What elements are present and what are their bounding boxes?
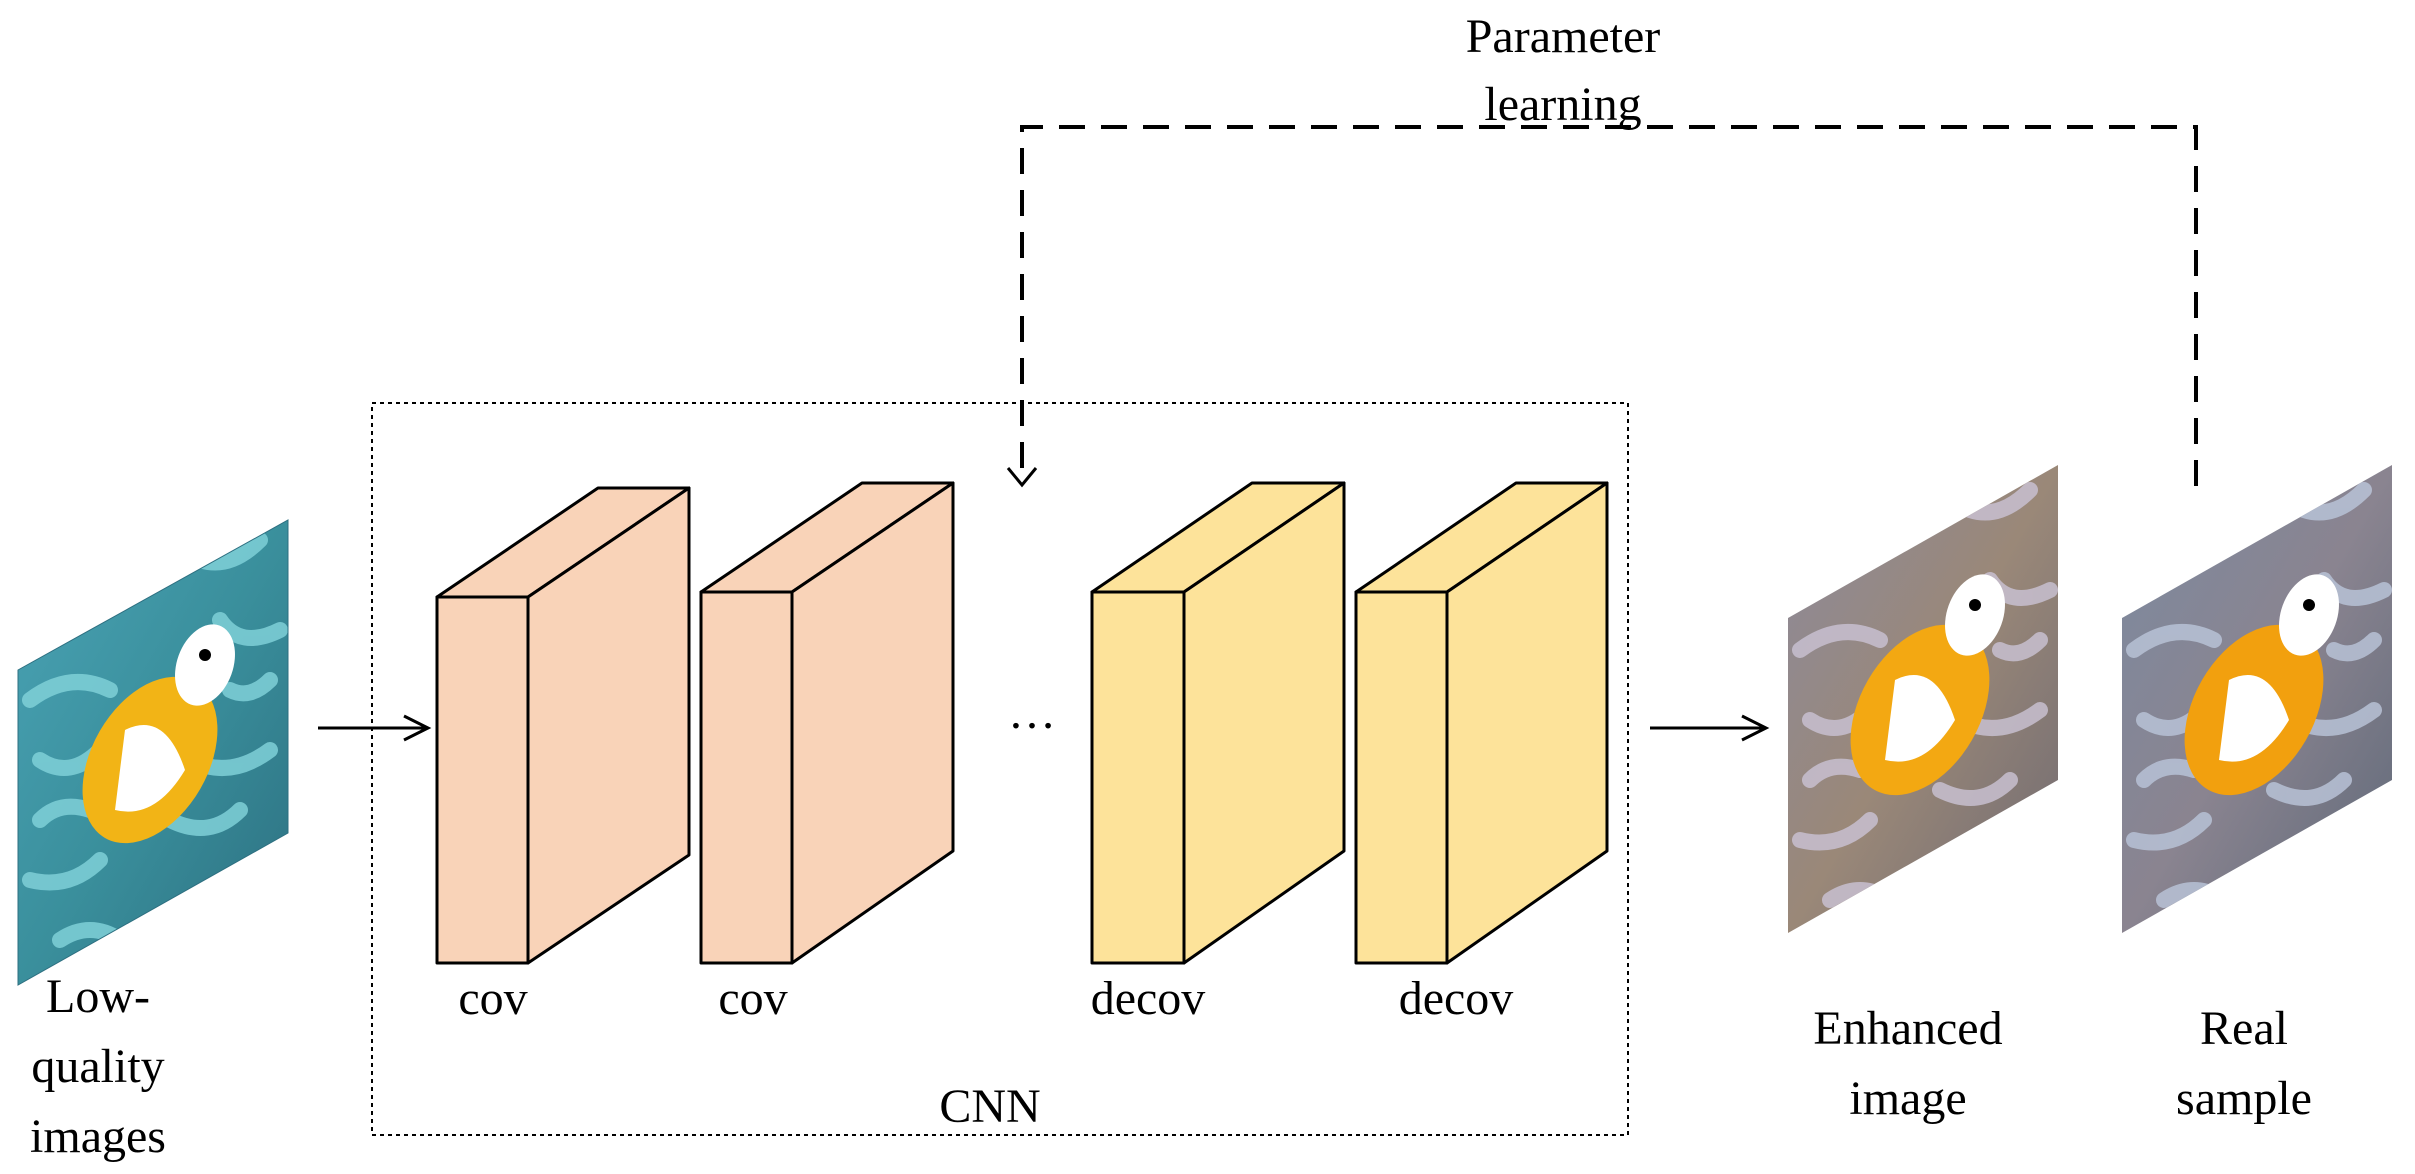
conv-block-1: [435, 486, 691, 965]
reference-label-line-2: sample: [2176, 1072, 2312, 1125]
input-label-line-3: images: [30, 1110, 166, 1163]
parameter-learning-label-line-1: Parameter: [1466, 10, 1661, 63]
deconv-block-2: [1354, 481, 1609, 965]
real-sample-image: [2122, 465, 2392, 933]
layer-label-decov-1: decov: [1091, 972, 1206, 1025]
conv-block-2: [699, 481, 955, 965]
layer-label-cov-2: cov: [718, 972, 787, 1025]
deconv-block-1: [1090, 481, 1346, 965]
layer-ellipsis: …: [1008, 686, 1056, 739]
parameter-learning-feedback-line: [1020, 125, 2198, 486]
parameter-learning-label-line-2: learning: [1484, 78, 1641, 131]
reference-label-line-1: Real: [2200, 1002, 2288, 1055]
layer-label-decov-2: decov: [1399, 972, 1514, 1025]
cnn-group-box: [371, 402, 1629, 1136]
layer-label-cov-1: cov: [458, 972, 527, 1025]
low-quality-image: [17, 519, 289, 986]
enhanced-image: [1788, 465, 2058, 933]
cnn-label: CNN: [939, 1080, 1040, 1133]
input-label-line-1: Low-: [46, 970, 150, 1023]
output-label-line-1: Enhanced: [1813, 1002, 2002, 1055]
feedback-arrowhead: [1006, 467, 1038, 488]
input-label-line-2: quality: [31, 1040, 164, 1093]
output-label-line-2: image: [1849, 1072, 1966, 1125]
